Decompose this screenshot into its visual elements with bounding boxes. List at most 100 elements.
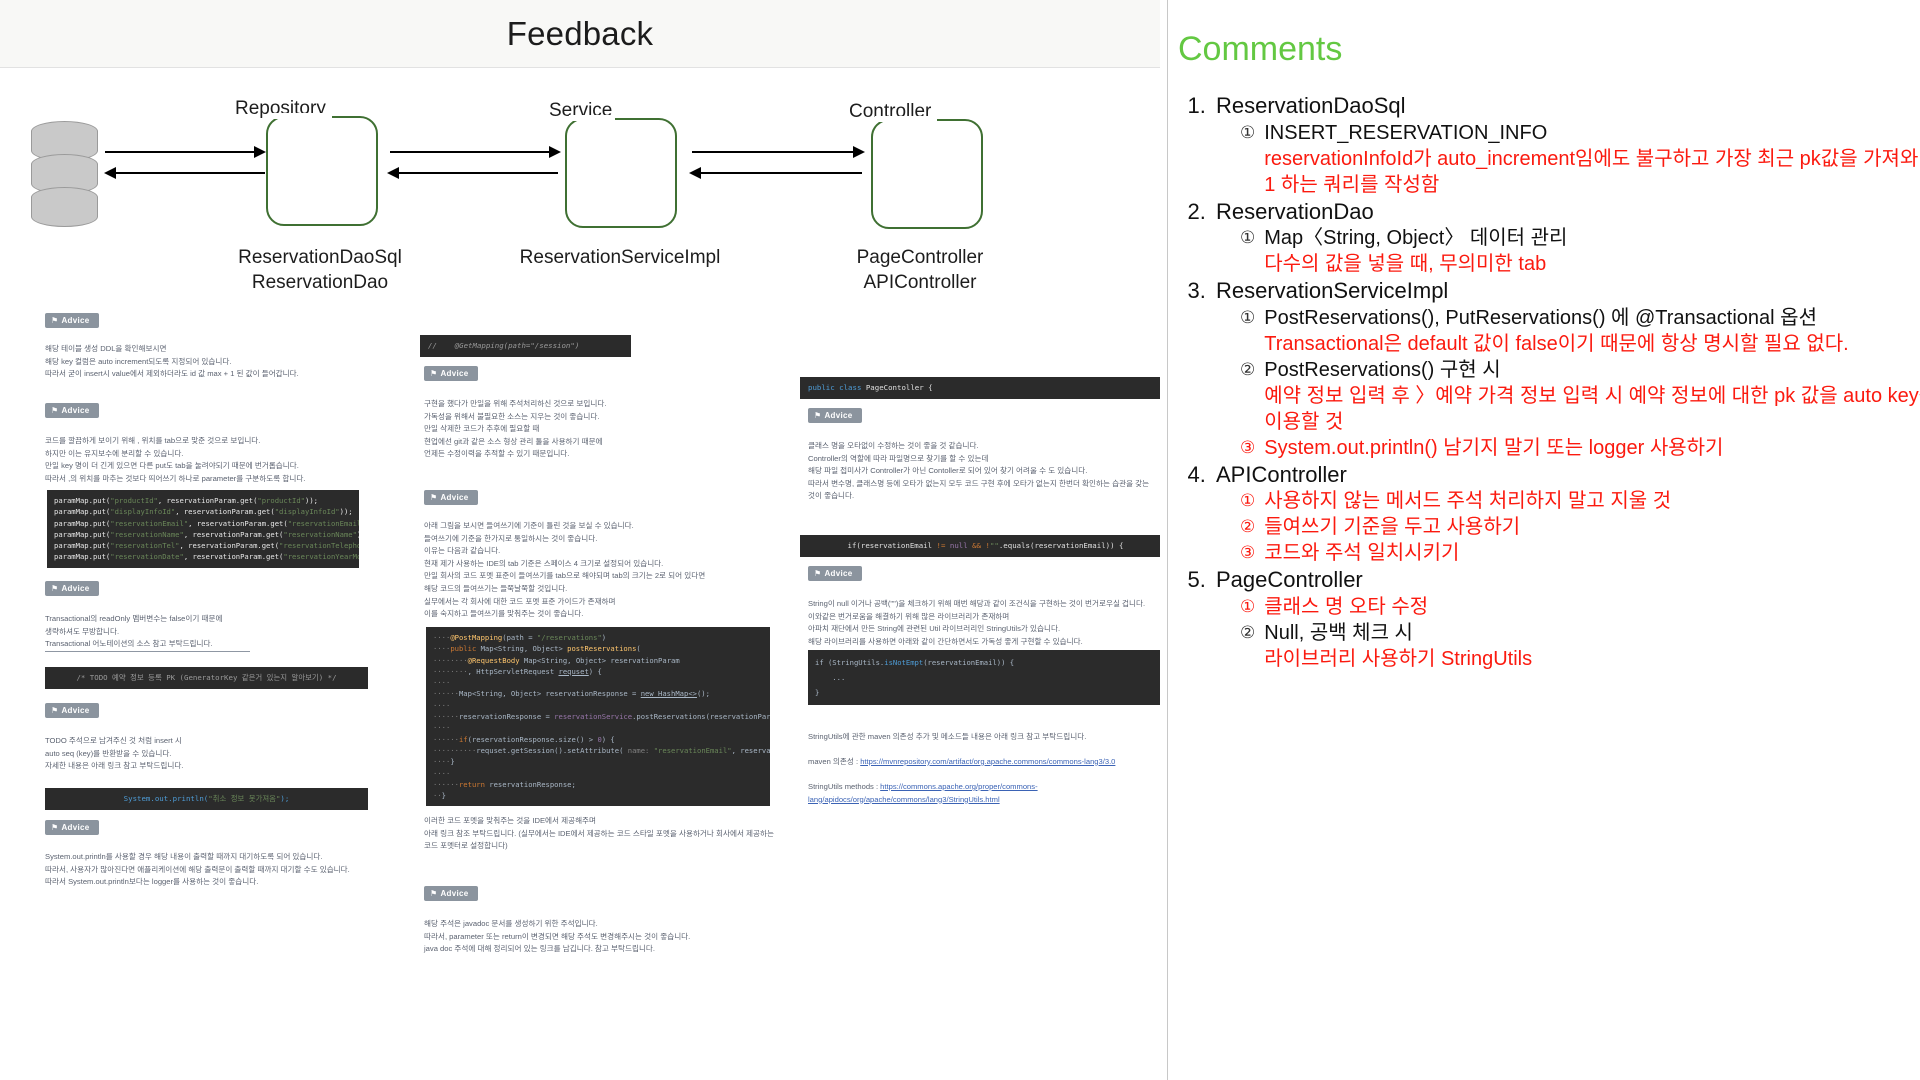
flag-icon: ⚑ [814, 411, 822, 420]
comment-marker: ② [1240, 517, 1256, 536]
comment-subitem-text: 코드와 주석 일치시키기 [1264, 540, 1920, 566]
comment-subitem-text: PostReservations(), PutReservations() 에 … [1264, 305, 1920, 357]
comment-marker: ② [1240, 622, 1256, 642]
comment-item: ReservationDaoSql ① INSERT_RESERVATION_INF… [1212, 92, 1920, 198]
comment-text-black: PostReservations(), PutReservations() 에 … [1264, 306, 1817, 329]
flag-icon: ⚑ [51, 823, 59, 832]
comment-subitem: ③ System.out.println() 남기지 말기 또는 logger 사… [1240, 435, 1920, 461]
advice-badge: ⚑Advice [45, 403, 99, 418]
comment-text-red: 들여쓰기 기준을 두고 사용하기 [1264, 516, 1521, 538]
code-line: if (StringUtils.isNotEmpt(reservationEma… [815, 658, 1015, 667]
slide-pane: Feedback Repository Service Controller R… [0, 0, 1160, 954]
diagram-node-box-repository [266, 116, 378, 226]
code-line: ···· [433, 768, 451, 778]
advice-badge: ⚑Advice [424, 886, 478, 901]
code-bar-pagecontoller: public class PageContoller { [800, 377, 1160, 399]
comment-marker: ② [1240, 359, 1256, 379]
flag-icon: ⚑ [814, 569, 822, 578]
code-line: paramMap.put("reservationEmail", reserva… [54, 518, 359, 528]
comment-marker: ① [1240, 491, 1256, 510]
comment-subitem-text: 클래스 명 오타 수정 [1264, 594, 1920, 620]
arrow-db-to-repository [105, 146, 266, 158]
code-line: paramMap.put("displayInfoId", reservatio… [54, 507, 353, 517]
comments-heading: Comments [1178, 30, 1343, 68]
comment-text-red: 예약 정보 입력 후 〉예약 가격 정보 입력 시 예약 정보에 대한 pk 값… [1264, 384, 1920, 433]
code-line: ······return reservationResponse; [433, 779, 576, 789]
comment-item-title: ReservationDaoSql [1216, 93, 1406, 118]
advice-note: 해당 주석은 javadoc 문서를 생성하기 위한 주석입니다. 따라서, p… [424, 919, 691, 954]
code-line: ····@PostMapping(path = "/reservations") [433, 633, 607, 642]
maven-dependency-link[interactable]: https://mvnrepository.com/artifact/org.a… [860, 756, 1116, 766]
comment-text-red: 라이브러리 사용하기 StringUtils [1264, 647, 1533, 670]
comment-item-title: ReservationServiceImpl [1216, 278, 1449, 303]
code-line: ········, HttpServletRequest requset) { [433, 666, 602, 676]
comment-text-red: 클래스 명 오타 수정 [1264, 595, 1429, 618]
comment-text-black: Null, 공백 체크 시 [1264, 621, 1413, 644]
comment-item: ReservationServiceImpl ① PostReservations(… [1212, 277, 1920, 461]
page-title: Feedback [506, 14, 654, 52]
comment-text-black: PostReservations() 구현 시 [1264, 358, 1501, 381]
code-line: ··········requset.getSession().setAttrib… [433, 745, 770, 755]
comment-item-title: ReservationDao [1216, 198, 1374, 224]
architecture-diagram: Repository Service Controller Reservatio… [0, 67, 1160, 307]
code-line: } [815, 688, 820, 697]
code-line: ···· [433, 700, 451, 710]
comment-subitem-text: 사용하지 않는 메서드 주석 처리하지 말고 지울 것 [1264, 488, 1920, 514]
comment-marker: ① [1240, 307, 1256, 327]
comment-sublist: ① PostReservations(), PutReservations() 에… [1216, 305, 1920, 461]
advice-badge: ⚑Advice [808, 408, 862, 423]
comment-subitem: ① 사용하지 않는 메서드 주석 처리하지 말고 지울 것 [1240, 488, 1920, 514]
code-line: paramMap.put("reservationTel", reservati… [54, 541, 359, 551]
arrow-repository-to-db [104, 167, 265, 179]
advice-note: 아래 그림을 보시면 들여쓰기에 기준이 틀린 것을 보실 수 있습니다. 들여… [424, 521, 706, 619]
slide-header: Feedback [0, 0, 1160, 68]
advice-note: 구현을 했다가 만일을 위해 주석처리하신 것으로 보입니다. 가독성을 위해서… [424, 399, 607, 459]
comment-marker: ③ [1240, 543, 1256, 562]
code-line: ... [815, 673, 846, 682]
comment-text-black: INSERT_RESERVATION_INFO [1264, 121, 1548, 144]
comment-text-red: System.out.println() 남기지 말기 또는 logger 사용… [1264, 436, 1724, 459]
code-line: ···· [433, 723, 451, 733]
code-line: ······reservationResponse = reservationS… [433, 712, 770, 722]
code-bar-emailcheck: if(reservationEmail != null && !"".equal… [800, 535, 1160, 557]
code-line: paramMap.put("reservationDate", reservat… [54, 552, 359, 562]
comment-text-red: 코드와 주석 일치시키기 [1264, 542, 1460, 564]
advice-badge: ⚑Advice [45, 581, 99, 596]
flag-icon: ⚑ [430, 369, 438, 378]
advice-note-links: StringUtils에 관한 maven 의존성 추가 및 메소드들 내용은 … [808, 718, 1158, 819]
code-line: ····public Map<String, Object> postReser… [433, 644, 641, 654]
comment-subitem: ② 들여쓰기 기준을 두고 사용하기 [1240, 514, 1920, 540]
code-block-stringutils: if (StringUtils.isNotEmpt(reservationEma… [808, 650, 1160, 705]
comments-pane: Comments ReservationDaoSql ① INSERT_RESERV… [1167, 0, 1920, 1080]
comment-text-black: Map〈String, Object〉 데이터 관리 [1264, 227, 1568, 249]
diagram-node-box-service [565, 118, 677, 228]
arrow-controller-to-service [689, 167, 862, 179]
comment-text-red: Transactional은 default 값이 false이기 때문에 항상… [1264, 332, 1849, 355]
comment-marker: ③ [1240, 437, 1256, 457]
advice-note: System.out.println를 사용할 경우 해당 내용이 출력할 때까… [45, 852, 350, 887]
advice-badge: ⚑Advice [45, 703, 99, 718]
flag-icon: ⚑ [51, 706, 59, 715]
code-line: ···· [433, 678, 451, 688]
diagram-caption-controller: PageController APIController [856, 247, 984, 293]
arrow-service-to-controller [692, 146, 865, 158]
code-bar-todo: /* TODO 예약 정보 등록 PK (GeneratorKey 같은거 있는… [45, 667, 368, 689]
comment-marker: ① [1240, 122, 1256, 142]
comment-item-title: APIController [1216, 461, 1347, 487]
comment-subitem-text: 들여쓰기 기준을 두고 사용하기 [1264, 514, 1920, 540]
advice-note: 해당 테이블 생성 DDL을 확인해보시면 해당 key 컬럼은 auto in… [45, 344, 299, 379]
diagram-node-mask-repository [270, 113, 332, 119]
stringutils-methods-link[interactable]: https://commons.apache.org/proper/common… [808, 781, 1038, 804]
comment-item-title: PageController [1216, 567, 1363, 592]
